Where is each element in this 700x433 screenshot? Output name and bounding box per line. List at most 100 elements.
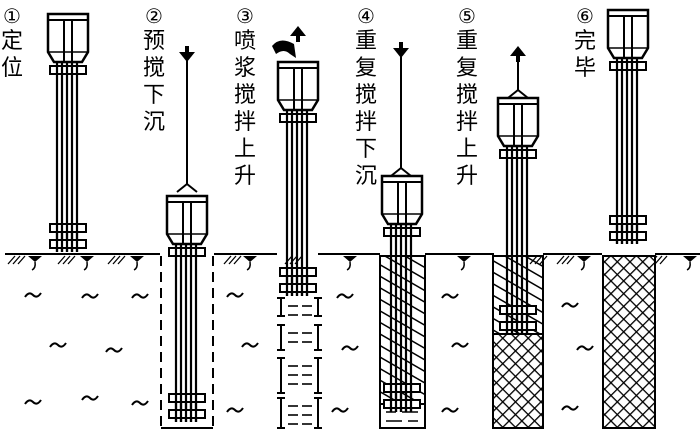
step4-mixer	[380, 174, 424, 412]
soil-symbol	[561, 302, 579, 308]
soil-symbol	[561, 405, 579, 411]
soil-symbol	[131, 293, 149, 299]
step6-mixer	[606, 8, 650, 244]
ground-marker	[580, 261, 585, 271]
ground-marker	[460, 261, 465, 271]
arrow-up-icon	[296, 35, 300, 42]
ground-marker	[130, 256, 144, 262]
ground-hatch	[659, 255, 668, 265]
mixer-head	[276, 60, 320, 112]
grout-brick	[277, 297, 322, 317]
soil-symbol	[576, 345, 594, 351]
ground-marker	[346, 261, 351, 271]
arrow-down-icon	[393, 48, 409, 58]
soil-symbol	[441, 407, 459, 413]
soil-symbol	[81, 293, 99, 299]
finished-pile	[602, 255, 656, 429]
soil-symbol	[336, 293, 354, 299]
step-label-5: ⑤ 重 复 搅 拌 上 升	[455, 4, 478, 189]
ground-hatch	[556, 255, 565, 265]
step-number: ①	[3, 4, 21, 28]
ground-hatch	[62, 255, 71, 265]
step4-mixed-column	[379, 255, 426, 429]
soil-symbol	[341, 345, 359, 351]
ground-hatch	[566, 255, 575, 265]
cable-hook	[176, 182, 198, 193]
grout-brick	[277, 397, 322, 429]
soil-symbol	[49, 342, 67, 348]
mixer-head	[606, 8, 650, 60]
step-label-1: ① 定 位	[0, 4, 23, 81]
arrow-down-icon	[185, 46, 189, 53]
ground-marker	[28, 256, 42, 262]
grout-brick	[277, 357, 322, 394]
step2-mixer	[165, 194, 209, 422]
ground-marker	[683, 256, 697, 262]
soil-symbol	[131, 400, 149, 406]
step5-mixer	[496, 96, 540, 334]
grout-inflow-arrow-icon	[272, 40, 296, 58]
arrow-up-icon	[510, 46, 526, 56]
ground-marker	[83, 261, 88, 271]
mixer-head	[496, 96, 540, 148]
step-number: ⑥	[576, 4, 594, 28]
step-number: ④	[357, 4, 375, 28]
step-label-4: ④ 重 复 搅 拌 下 沉	[354, 4, 377, 189]
step-label-6: ⑥ 完 毕	[573, 4, 596, 81]
ground-symbols	[7, 255, 697, 271]
soil-symbol	[81, 395, 99, 401]
arrow-up-icon	[516, 55, 520, 62]
ground-hatch	[228, 255, 237, 265]
cable-hook	[390, 166, 412, 177]
ground-hatch	[223, 255, 232, 265]
ground-marker	[457, 256, 471, 262]
ground-marker	[133, 261, 138, 271]
ground-hatch	[561, 255, 570, 265]
arrow-down-icon	[179, 52, 195, 62]
ground-marker	[31, 261, 36, 271]
soil-symbol	[24, 399, 42, 405]
mixer-head	[46, 12, 90, 64]
ground-hatch	[654, 255, 663, 265]
step3-mixer	[276, 60, 320, 296]
soil-symbol	[441, 293, 459, 299]
ground-hatch	[117, 255, 126, 265]
step-label-3: ③ 喷 浆 搅 拌 上 升	[233, 4, 256, 189]
ground-hatch	[12, 255, 21, 265]
soil-symbol	[226, 407, 244, 413]
grout-brick	[277, 324, 322, 351]
ground-marker	[343, 256, 357, 262]
arrow-down-icon	[399, 42, 403, 49]
ground-hatch	[67, 255, 76, 265]
ground-marker	[577, 256, 591, 262]
mixer-head	[165, 194, 209, 246]
step-number: ③	[236, 4, 254, 28]
soil-symbol	[226, 292, 244, 298]
ground-hatch	[233, 255, 242, 265]
step1-mixer	[46, 12, 90, 252]
soil-symbol	[105, 347, 123, 353]
step2-down-arrow	[176, 46, 198, 193]
ground-marker	[243, 256, 257, 262]
ground-hatch	[57, 255, 66, 265]
step-label-2: ② 预 搅 下 沉	[142, 4, 165, 135]
step2-hole	[160, 256, 214, 429]
soil-symbol	[451, 342, 469, 348]
ground-hatch	[112, 255, 121, 265]
ground-marker	[246, 261, 251, 271]
soil-symbol	[241, 342, 259, 348]
ground-hatch	[107, 255, 116, 265]
step4-down-arrow	[390, 42, 412, 177]
mixer-head	[380, 174, 424, 226]
step-number: ⑤	[458, 4, 476, 28]
soil-symbol	[331, 407, 349, 413]
ground-marker	[80, 256, 94, 262]
step3-up-arrow	[290, 26, 306, 42]
soil-marks	[24, 292, 594, 413]
ground-hatch	[17, 255, 26, 265]
step-number: ②	[145, 4, 163, 28]
step5-up-arrow	[507, 46, 529, 99]
step3-grout-column	[277, 297, 322, 429]
ground-marker	[686, 261, 691, 271]
